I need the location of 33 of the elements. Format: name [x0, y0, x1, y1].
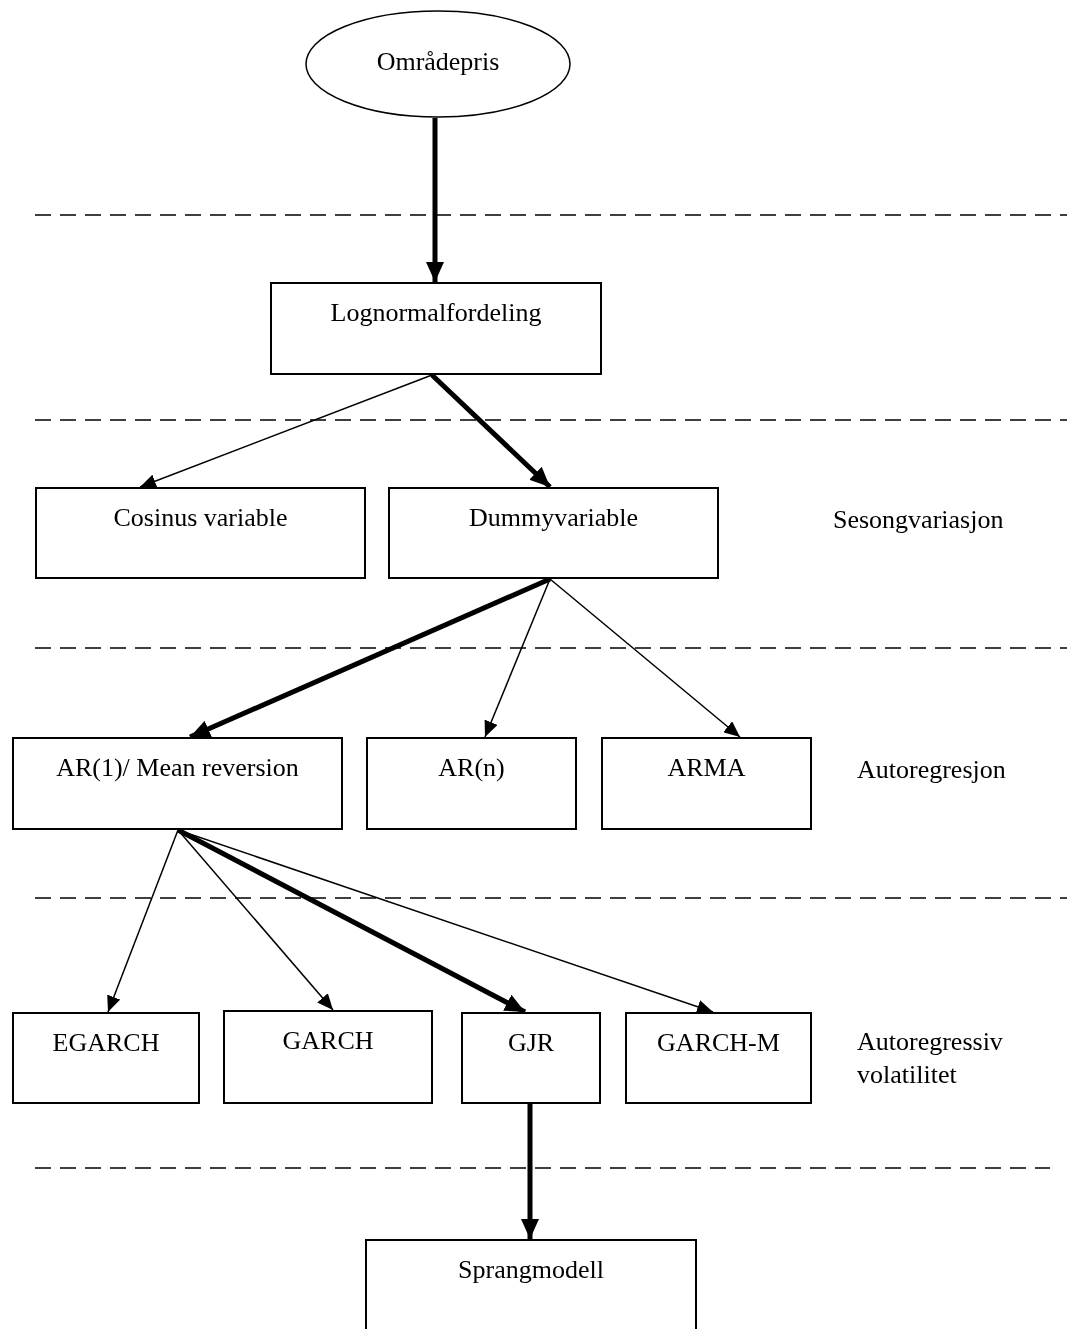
ellipse-label: Områdepris — [375, 47, 501, 77]
arrow — [430, 373, 552, 489]
process-box — [366, 737, 577, 830]
arrow — [107, 829, 179, 1013]
box-label: Sprangmodell — [457, 1255, 605, 1285]
box-label: ARMA — [666, 753, 747, 783]
arrow — [484, 578, 551, 738]
arrow — [139, 374, 433, 488]
box-label: Dummyvariable — [468, 503, 639, 533]
process-box — [223, 1010, 433, 1104]
box-label: AR(1)/ Mean reversion — [55, 753, 300, 783]
process-box — [270, 282, 602, 375]
box-label: Lognormalfordeling — [329, 298, 543, 328]
box-label: GARCH-M — [656, 1028, 781, 1058]
box-label: AR(n) — [437, 753, 506, 783]
process-box — [625, 1012, 812, 1104]
box-label: GARCH — [281, 1026, 375, 1056]
level-label: Autoregresjon — [857, 754, 1006, 786]
process-box — [601, 737, 812, 830]
level-label: Autoregressiv volatilitet — [857, 1026, 1004, 1091]
process-box — [12, 1012, 200, 1104]
arrow — [426, 118, 444, 282]
process-box — [461, 1012, 601, 1104]
arrow — [521, 1104, 539, 1239]
level-label: Sesongvariasjon — [833, 504, 1004, 536]
process-box — [388, 487, 719, 579]
arrow — [549, 578, 741, 738]
process-box — [35, 487, 366, 579]
process-box — [365, 1239, 697, 1329]
process-box — [12, 737, 343, 830]
box-label: Cosinus variable — [112, 503, 289, 533]
box-label: GJR — [506, 1028, 556, 1058]
box-label: EGARCH — [51, 1028, 161, 1058]
